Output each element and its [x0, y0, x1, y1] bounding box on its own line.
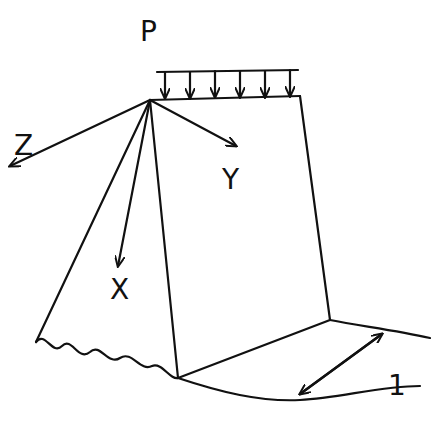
axis-label: Z [14, 132, 33, 160]
load-label: P [140, 18, 157, 46]
x-axis [118, 100, 150, 266]
load-arrows [165, 70, 290, 98]
y-axis [150, 100, 236, 146]
base-edge [178, 320, 330, 378]
dimension-label: 1 [388, 372, 406, 400]
axis-label: X [110, 276, 129, 304]
front-edge [150, 100, 178, 378]
cut-line [36, 339, 178, 378]
ground-line [178, 378, 420, 400]
wall-top [150, 96, 300, 100]
z-axis [10, 100, 150, 166]
dimension-line [300, 334, 382, 394]
right-edge [300, 96, 330, 320]
back-face [36, 100, 150, 342]
axis-label: Y [222, 166, 239, 194]
load-line [157, 70, 298, 72]
dimension-line [300, 334, 382, 394]
